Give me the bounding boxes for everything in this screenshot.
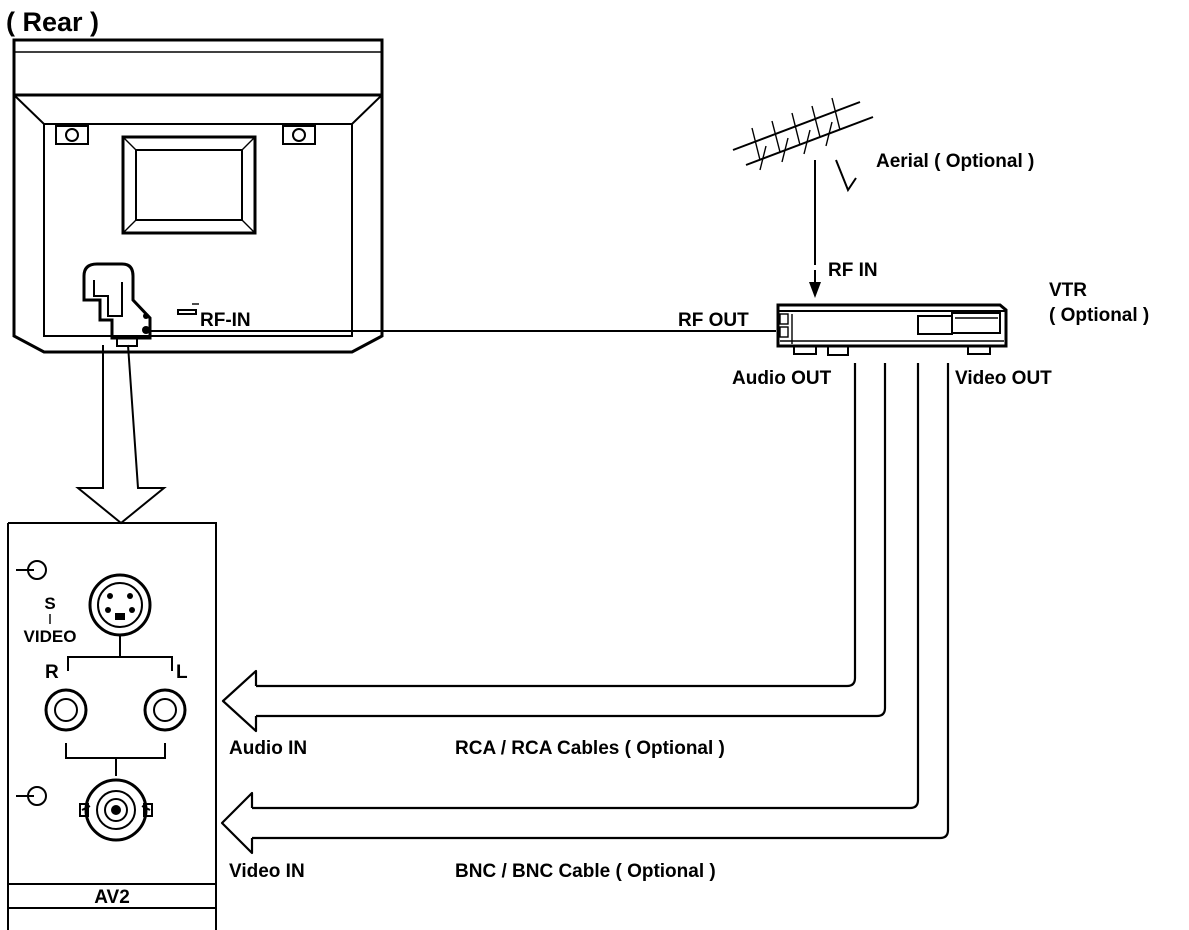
tv-connector-housing [82, 262, 152, 347]
tv-rf-in-label: RF-IN [200, 310, 251, 331]
r-label: R [45, 662, 59, 683]
s-video-jack [88, 573, 152, 637]
vtr-label-line1: VTR [1049, 280, 1087, 301]
av2-panel: S VIDEO R L AV2 [7, 522, 217, 930]
input-arrow-icon-1 [16, 560, 47, 580]
vtr-rf-in-label: RF IN [828, 260, 878, 281]
rca-cable-label: RCA / RCA Cables ( Optional ) [455, 738, 725, 759]
aerial-antenna-icon [732, 97, 874, 298]
video-label: VIDEO [24, 627, 77, 646]
aerial-label: Aerial ( Optional ) [876, 151, 1034, 172]
bnc-jack [79, 778, 153, 842]
bracket-right [282, 125, 316, 145]
vtr-device [776, 303, 1008, 356]
rca-cable [221, 363, 887, 733]
l-label: L [176, 662, 188, 683]
rf-in-arrow-icon [177, 303, 199, 315]
av2-label: AV2 [94, 887, 130, 908]
bnc-cable [220, 363, 950, 855]
vtr-video-out-label: Video OUT [955, 368, 1052, 389]
audio-in-label: Audio IN [229, 738, 307, 759]
rca-jack-r [44, 688, 88, 732]
rca-jack-l [143, 688, 187, 732]
vtr-label-line2: ( Optional ) [1049, 305, 1149, 326]
bnc-cable-label: BNC / BNC Cable ( Optional ) [455, 861, 716, 882]
s-label: S [44, 594, 55, 613]
zoom-arrow-icon [75, 344, 167, 525]
tv-center-panel [121, 135, 257, 235]
tv-rear: RF-IN [12, 38, 384, 354]
input-arrow-icon-2 [16, 786, 47, 806]
vtr-rf-out-label: RF OUT [678, 310, 749, 331]
bracket-left [55, 125, 89, 145]
video-in-label: Video IN [229, 861, 305, 882]
title-rear: ( Rear ) [6, 7, 99, 37]
vtr-audio-out-label: Audio OUT [732, 368, 832, 389]
